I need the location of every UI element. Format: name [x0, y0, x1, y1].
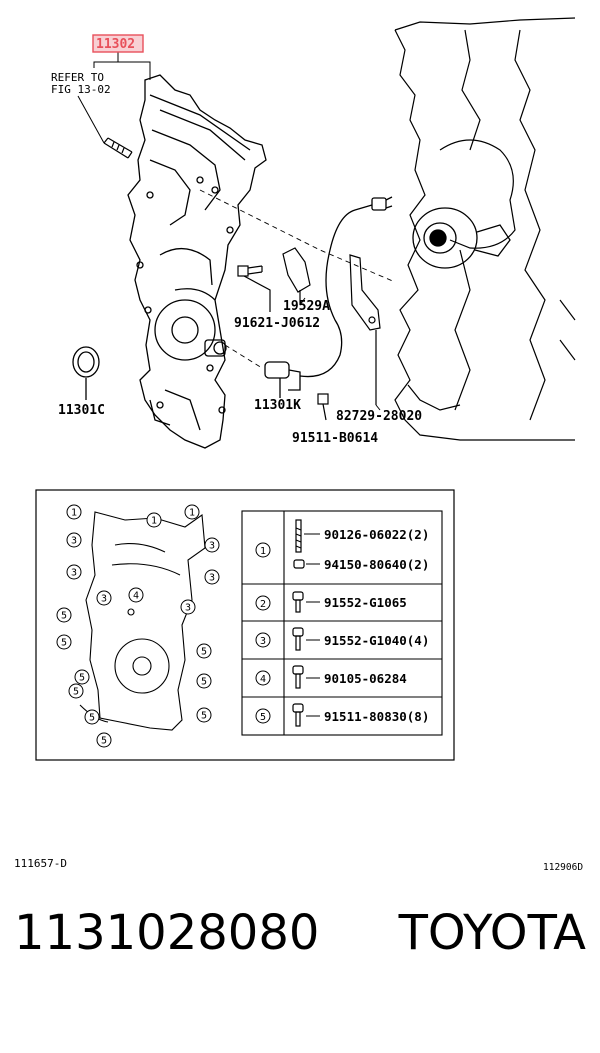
- footer: 1131028080 TOYOTA: [0, 905, 600, 985]
- location-circle: [204, 537, 220, 553]
- row-2-part: 91552-G1065: [324, 595, 407, 610]
- location-circle-label: 3: [185, 603, 191, 614]
- callout-19529A: 19529A: [283, 299, 330, 314]
- legend-panel: [35, 489, 455, 761]
- location-circle-label: 5: [79, 673, 85, 684]
- flange-bolt: [237, 265, 271, 312]
- location-circle: [204, 569, 220, 585]
- row-3-part: 91552-G1040(4): [324, 633, 429, 648]
- stud-icon: [295, 519, 302, 553]
- legend-table-row-4: 4 90105-06284: [255, 665, 407, 689]
- location-circle: [68, 683, 84, 699]
- callout-91621: 91621-J0612: [234, 316, 320, 331]
- row-1-part-a: 90126-06022(2): [324, 527, 429, 542]
- bolt-icon: [292, 665, 304, 689]
- legend-cover-sketch: [79, 511, 206, 731]
- row-4-part: 90105-06284: [324, 671, 407, 686]
- location-circle: [196, 707, 212, 723]
- location-circle: [84, 709, 100, 725]
- location-circle: [66, 504, 82, 520]
- refer-note-line2: FIG 13-02: [51, 83, 111, 96]
- row-2-num: 2: [260, 599, 266, 610]
- location-circle-label: 3: [209, 541, 215, 552]
- callout-11301C: 11301C: [58, 403, 105, 418]
- location-circle-label: 1: [71, 508, 77, 519]
- location-circle-label: 1: [189, 508, 195, 519]
- fig-code-left: 111657-D: [14, 857, 67, 870]
- bolt-icon: [292, 627, 304, 651]
- location-circle-label: 3: [71, 568, 77, 579]
- legend-table-row-1: 1 90126-06022(2) 94150-80640(2): [255, 519, 429, 572]
- location-circle: [180, 599, 196, 615]
- location-circle-label: 5: [201, 677, 207, 688]
- bolt-icon: [292, 703, 304, 727]
- engine-block-outline: [394, 17, 576, 441]
- legend-table-row-5: 5 91511-80830(8): [255, 703, 429, 727]
- exploded-diagram: 11302 REFER TO FIG 13-02 19529A 91621-J0…: [14, 17, 583, 873]
- row-3-num: 3: [260, 636, 266, 647]
- location-circle: [96, 732, 112, 748]
- location-circle: [96, 590, 112, 606]
- main-part-highlight: [92, 34, 144, 53]
- location-circle-label: 1: [151, 516, 157, 527]
- location-circle: [146, 512, 162, 528]
- callout-91511-B: 91511-B0614: [292, 431, 378, 446]
- location-circle: [66, 564, 82, 580]
- location-circle-label: 4: [133, 591, 139, 602]
- stud-bolt: [103, 137, 133, 159]
- wire-clamp: [349, 254, 381, 405]
- brand-name: TOYOTA: [398, 905, 586, 961]
- bracket: [282, 247, 311, 305]
- location-circle: [128, 587, 144, 603]
- row-5-num: 5: [260, 712, 266, 723]
- location-circle-label: 5: [89, 713, 95, 724]
- location-circle-label: 5: [101, 736, 107, 747]
- row-4-num: 4: [260, 674, 266, 685]
- location-circle: [56, 607, 72, 623]
- leader-lines: [77, 52, 381, 411]
- location-circle-label: 5: [61, 638, 67, 649]
- oil-seal: [72, 346, 100, 400]
- main-part-number: 11302: [96, 37, 135, 52]
- row-5-part: 91511-80830(8): [324, 709, 429, 724]
- legend-table-row-3: 3 91552-G1040(4): [255, 627, 429, 651]
- legend-table-row-2: 2 91552-G1065: [255, 591, 407, 613]
- location-circle-label: 5: [201, 647, 207, 658]
- refer-note-line1: REFER TO: [51, 71, 104, 84]
- callout-82729: 82729-28020: [336, 409, 422, 424]
- timing-cover: [127, 74, 267, 449]
- location-circle-label: 3: [209, 573, 215, 584]
- location-circle-label: 5: [201, 711, 207, 722]
- location-circle: [184, 504, 200, 520]
- location-circle-label: 5: [61, 611, 67, 622]
- part-number: 1131028080: [14, 905, 320, 961]
- location-circle: [196, 643, 212, 659]
- location-circle-label: 3: [101, 594, 107, 605]
- small-bolt: [317, 393, 329, 421]
- fig-code-right: 112906D: [543, 862, 583, 873]
- location-circle: [56, 634, 72, 650]
- callout-11301K: 11301K: [254, 398, 301, 413]
- location-circle: [196, 673, 212, 689]
- legend-table-grid: [241, 510, 443, 736]
- location-circle: [74, 669, 90, 685]
- location-circle-label: 5: [73, 687, 79, 698]
- bolt-icon: [292, 591, 304, 613]
- location-circle-label: 3: [71, 536, 77, 547]
- water-pump: [412, 207, 511, 269]
- row-1-num: 1: [260, 546, 266, 557]
- crank-position-sensor: [264, 196, 393, 398]
- nut-icon: [293, 559, 305, 569]
- location-circle: [66, 532, 82, 548]
- alignment-lines: [199, 189, 396, 369]
- row-1-part-b: 94150-80640(2): [324, 557, 429, 572]
